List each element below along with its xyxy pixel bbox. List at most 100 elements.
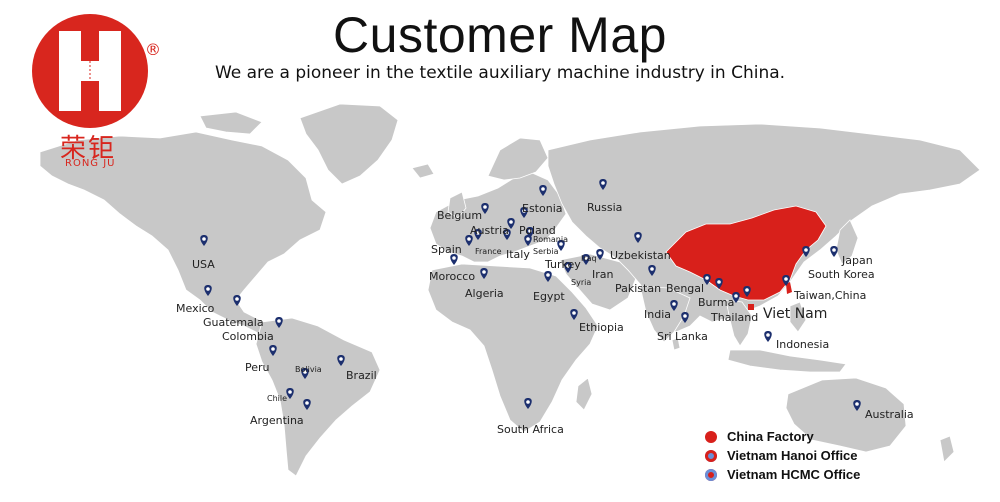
location-label-usa: USA xyxy=(192,258,215,271)
greenland-shape xyxy=(299,103,399,185)
pin-icon-egypt xyxy=(544,271,552,282)
pin-icon-south-africa xyxy=(524,398,532,409)
location-label-uzbekistan: Uzbekistan xyxy=(610,249,671,262)
pin-icon-sri-lanka xyxy=(681,312,689,323)
pin-icon-brazil xyxy=(337,355,345,366)
pin-icon-syria xyxy=(564,262,572,273)
pin-icon-ethiopia xyxy=(570,309,578,320)
scandinavia-shape xyxy=(487,137,549,181)
pin-icon-viet-nam xyxy=(743,286,751,297)
page-title: Customer Map xyxy=(333,7,667,63)
location-label-austria: Austria xyxy=(470,224,509,237)
pin-icon-colombia xyxy=(275,317,283,328)
se-asia-shape xyxy=(725,299,753,347)
india-shape xyxy=(639,285,691,343)
legend-label: China Factory xyxy=(727,429,814,444)
location-label-japan: Japan xyxy=(842,254,873,267)
arctic-islands-shape xyxy=(199,111,263,135)
legend-dot-icon xyxy=(705,468,717,481)
pin-icon-guatemala xyxy=(233,295,241,306)
location-label-romania: Romania xyxy=(533,235,568,244)
pin-icon-usa xyxy=(200,235,208,246)
location-pins xyxy=(200,179,861,411)
pin-icon-france xyxy=(474,229,482,240)
pin-icon-uzbekistan xyxy=(634,232,642,243)
pin-icon-peru xyxy=(269,345,277,356)
pin-icon-turkey xyxy=(557,240,565,251)
map-legend: China Factory Vietnam Hanoi Office Vietn… xyxy=(705,427,860,484)
pin-icon-iraq xyxy=(582,254,590,265)
pin-icon-australia xyxy=(853,400,861,411)
location-label-colombia: Colombia xyxy=(222,330,274,343)
pin-icon-spain xyxy=(465,235,473,246)
pin-icon-burma xyxy=(715,278,723,289)
legend-label: Vietnam HCMC Office xyxy=(727,467,861,482)
pin-icon-italy xyxy=(503,229,511,240)
location-label-bolivia: Bolivia xyxy=(295,365,322,374)
pin-icon-belgium xyxy=(481,203,489,214)
pin-icon-indonesia xyxy=(764,331,772,342)
location-label-ethiopia: Ethiopia xyxy=(579,321,624,334)
location-label-south-africa: South Africa xyxy=(497,423,564,436)
pin-icon-mexico xyxy=(204,285,212,296)
pin-icon-austria xyxy=(507,218,515,229)
location-label-sri-lanka: Sri Lanka xyxy=(657,330,708,343)
location-label-brazil: Brazil xyxy=(346,369,377,382)
legend-item-hcmc-office: Vietnam HCMC Office xyxy=(705,465,860,484)
location-label-guatemala: Guatemala xyxy=(203,316,264,329)
legend-item-china-factory: China Factory xyxy=(705,427,860,446)
location-label-argentina: Argentina xyxy=(250,414,304,427)
iceland-shape xyxy=(411,163,435,179)
logo-chinese-text: 荣钜 xyxy=(60,134,117,164)
pin-icon-chile xyxy=(286,388,294,399)
location-label-burma: Burma xyxy=(698,296,735,309)
rongju-logo: ® 荣钜 RONG JU xyxy=(22,6,182,186)
legend-dot-icon xyxy=(705,449,717,462)
location-label-france: France xyxy=(475,247,502,256)
pin-icon-poland xyxy=(520,207,528,218)
location-label-syria: Syria xyxy=(571,278,592,287)
indonesia-shape xyxy=(727,349,847,373)
location-label-south-korea: South Korea xyxy=(808,268,875,281)
philippines-shape xyxy=(789,301,807,333)
location-label-morocco: Morocco xyxy=(429,270,476,283)
logo-english-text: RONG JU xyxy=(65,158,116,169)
legend-item-hanoi-office: Vietnam Hanoi Office xyxy=(705,446,860,465)
europe-shape xyxy=(429,171,567,263)
pin-icon-pakistan xyxy=(648,265,656,276)
pin-icon-argentina xyxy=(303,399,311,410)
south-america-shape xyxy=(255,317,381,477)
uk-shape xyxy=(447,191,467,219)
location-label-russia: Russia xyxy=(587,201,623,214)
pin-icon-russia xyxy=(599,179,607,190)
location-label-poland: Poland xyxy=(519,224,556,237)
pin-icon-thailand xyxy=(732,292,740,303)
location-label-taiwan-china: Taiwan,China xyxy=(794,289,867,302)
new-zealand-shape xyxy=(939,435,955,463)
location-label-viet-nam: Viet Nam xyxy=(763,306,828,322)
location-label-bengal: Bengal xyxy=(666,282,705,295)
legend-label: Vietnam Hanoi Office xyxy=(727,448,858,463)
location-label-algeria: Algeria xyxy=(465,287,504,300)
page-subtitle: We are a pioneer in the textile auxiliar… xyxy=(214,63,786,83)
pin-icon-india xyxy=(670,300,678,311)
location-label-estonia: Estonia xyxy=(522,202,563,215)
pin-icon-algeria xyxy=(480,268,488,279)
madagascar-shape xyxy=(575,377,593,411)
pin-icon-japan xyxy=(830,246,838,257)
hainan-shape xyxy=(748,304,754,310)
location-label-belgium: Belgium xyxy=(437,209,483,222)
australia-shape xyxy=(785,377,907,453)
pin-icon-iran xyxy=(596,249,604,260)
location-label-mexico: Mexico xyxy=(176,302,215,315)
legend-dot-icon xyxy=(705,430,717,443)
middle-east-shape xyxy=(559,253,637,311)
location-label-egypt: Egypt xyxy=(533,290,565,303)
location-label-spain: Spain xyxy=(431,243,462,256)
location-label-india: India xyxy=(644,308,671,321)
pin-icon-south-korea xyxy=(802,246,810,257)
location-label-iran: Iran xyxy=(592,268,614,281)
pin-icon-serbia xyxy=(524,235,532,246)
